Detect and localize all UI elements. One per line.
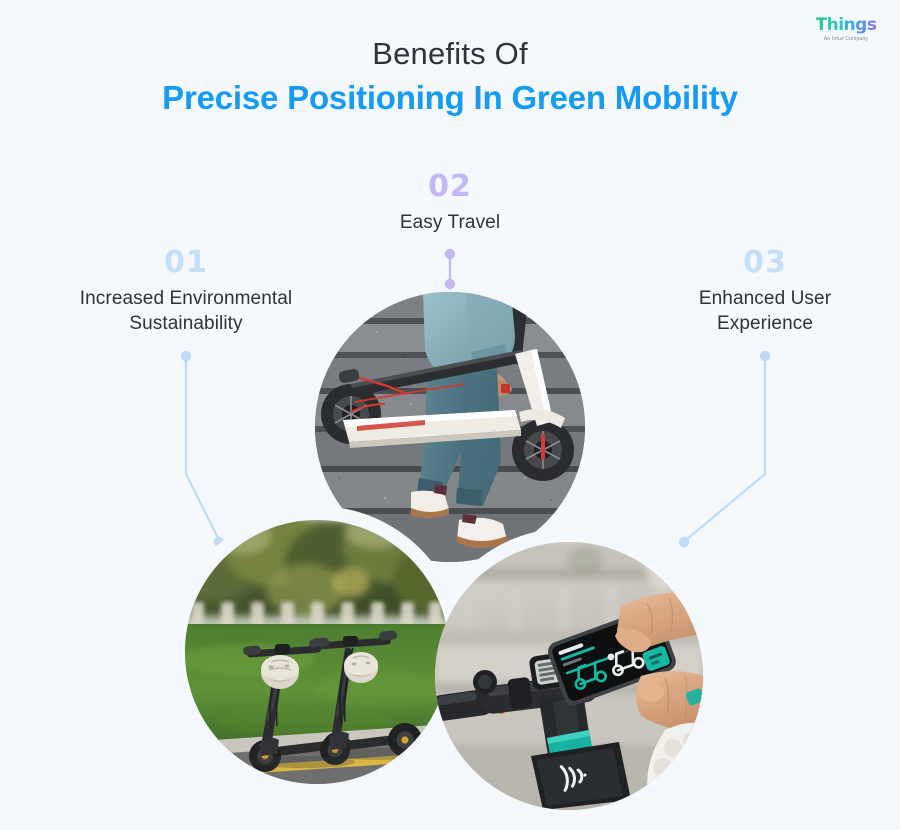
step-number-3: 03 <box>743 245 787 280</box>
step-number-1: 01 <box>164 245 208 280</box>
step-item-1: 01 Increased Environmental Sustainabilit… <box>36 248 336 337</box>
step-item-3: 03 Enhanced User Experience <box>660 248 870 337</box>
title-line-2: Precise Positioning In Green Mobility <box>162 78 738 116</box>
photo-scooter-carry <box>315 292 585 562</box>
photo-circle-bottom-left <box>185 520 449 784</box>
photo-circle-top <box>315 292 585 562</box>
page-title: Benefits Of Precise Positioning In Green… <box>0 36 900 118</box>
photo-circle-bottom-right <box>435 542 703 810</box>
step-label-2: Easy Travel <box>399 212 501 233</box>
logo-tagline: An Intuz Company <box>823 35 869 42</box>
photo-parked-scooters <box>185 520 449 784</box>
photo-phone-app-handlebars <box>435 542 703 810</box>
brand-logo[interactable]: Things An Intuz Company <box>810 12 882 46</box>
step-label-1: Increased Environmental Sustainability <box>79 288 293 335</box>
logo-wordmark: Things <box>815 14 877 35</box>
step-label-3: Enhanced User Experience <box>698 288 832 335</box>
step-number-2: 02 <box>428 169 472 204</box>
title-line-1: Benefits Of <box>372 36 528 71</box>
step-item-2: 02 Easy Travel <box>350 172 550 235</box>
